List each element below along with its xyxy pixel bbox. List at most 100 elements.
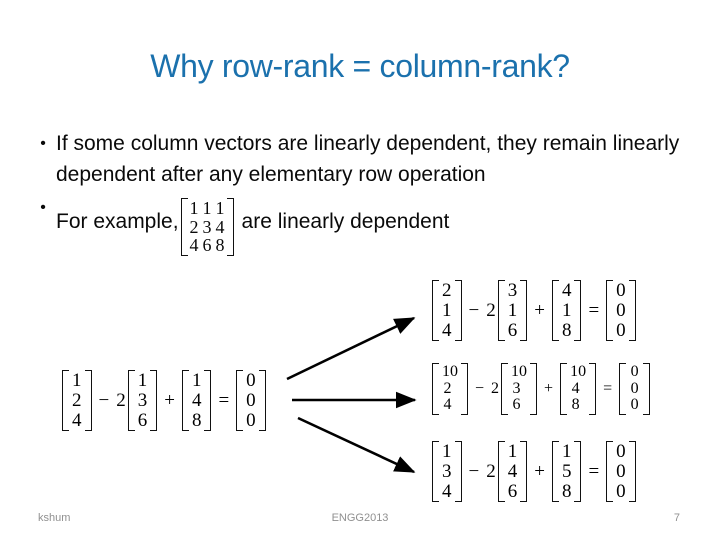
vector-cell: 2: [443, 379, 452, 397]
matrix-cell: 4: [189, 235, 199, 256]
operator-plus: +: [534, 299, 545, 321]
bullet-marker-icon: •: [40, 135, 46, 152]
bullet-item-1: • If some column vectors are linearly de…: [30, 128, 690, 190]
equation-right-top: 2 1 4 − 2 3 1 6 + 4 1 8 = 0 0 0: [432, 280, 636, 342]
vector-cell: 1: [442, 441, 452, 462]
vector-cell: 10: [442, 363, 458, 380]
footer-page-number: 7: [673, 512, 680, 524]
vector-cell: 4: [507, 460, 518, 482]
vector-cell: 5: [561, 460, 572, 482]
vector-cell: 3: [512, 379, 521, 397]
operator-plus: +: [164, 389, 175, 411]
example-matrix: 1 1 1 2 3 4 4 6 8: [180, 198, 234, 257]
vector-cell: 1: [561, 299, 572, 321]
vector-3: 1 5 8: [551, 441, 582, 503]
arrow-up-right: [286, 316, 416, 381]
matrix-cell: 1: [215, 198, 225, 218]
operator-equals: =: [588, 460, 600, 482]
bullet-item-2: • For example, 1 1 1 2 3 4 4: [30, 192, 690, 257]
vector-cell: 0: [616, 480, 626, 502]
vector-cell: 0: [616, 441, 626, 462]
bullet-list: • If some column vectors are linearly de…: [30, 128, 690, 257]
matrix-cell: 1: [189, 198, 199, 218]
bullet-text-1: If some column vectors are linearly depe…: [56, 132, 680, 186]
matrix-cell: 4: [215, 216, 225, 237]
scalar-coefficient: 2: [486, 460, 496, 482]
vector-cell: 0: [616, 460, 626, 482]
vector-cell: 1: [561, 441, 572, 462]
vector-cell: 0: [630, 396, 639, 414]
vector-cell: 3: [507, 280, 518, 301]
vector-cell: 4: [72, 409, 82, 431]
scalar-coefficient: 2: [491, 379, 500, 397]
equation-right-middle: 10 2 4 − 2 10 3 6 + 10 4 8 = 0 0 0: [432, 363, 651, 415]
vector-cell: 0: [616, 299, 626, 321]
operator-equals: =: [603, 379, 613, 397]
operator-plus: +: [534, 460, 545, 482]
vector-cell: 3: [442, 460, 452, 482]
vector-cell: 8: [561, 319, 572, 341]
vector-cell: 1: [137, 370, 148, 391]
vector-cell: 1: [72, 370, 82, 391]
operator-plus: +: [544, 379, 554, 397]
equation-left: 1 2 4 − 2 1 3 6 + 1 4 8 = 0 0 0: [62, 370, 266, 432]
vector-3: 1 4 8: [181, 370, 212, 432]
vector-cell: 0: [616, 319, 626, 341]
vector-cell: 8: [561, 480, 572, 502]
vector-cell: 0: [616, 280, 626, 301]
scalar-coefficient: 2: [486, 299, 496, 321]
vector-cell: 2: [442, 280, 452, 301]
bullet-2-text-after: are linearly dependent: [241, 209, 450, 233]
vector-1: 1 3 4: [432, 441, 462, 503]
equation-right-bottom: 1 3 4 − 2 1 4 6 + 1 5 8 = 0 0 0: [432, 441, 636, 503]
vector-cell: 8: [191, 409, 202, 431]
vector-1: 2 1 4: [432, 280, 462, 342]
matrix-cell: 1: [202, 198, 212, 218]
vector-cell: 10: [570, 363, 587, 380]
vector-result: 0 0 0: [606, 441, 636, 503]
operator-minus: −: [475, 379, 485, 397]
footer-author: kshum: [38, 512, 71, 524]
vector-result: 0 0 0: [619, 363, 651, 415]
vector-cell: 6: [512, 396, 521, 414]
operator-equals: =: [218, 389, 230, 411]
vector-cell: 8: [571, 396, 580, 414]
bullet-marker-icon: •: [40, 199, 46, 216]
vector-3: 10 4 8: [560, 363, 597, 415]
scalar-coefficient: 2: [116, 389, 126, 411]
matrix-cell: 6: [202, 235, 212, 256]
footer: kshum ENGG2013 7: [0, 512, 720, 528]
vector-cell: 4: [571, 379, 580, 397]
vector-cell: 4: [442, 319, 452, 341]
vector-cell: 1: [191, 370, 202, 391]
vector-2: 1 3 6: [127, 370, 158, 432]
page-title: Why row-rank = column-rank?: [150, 48, 570, 84]
vector-cell: 3: [137, 389, 148, 411]
vector-cell: 4: [442, 480, 452, 502]
matrix-cell: 8: [215, 235, 225, 256]
vector-cell: 0: [630, 363, 639, 380]
vector-2: 10 3 6: [501, 363, 538, 415]
footer-course: ENGG2013: [331, 512, 389, 524]
vector-cell: 0: [246, 389, 256, 411]
vector-cell: 1: [442, 299, 452, 321]
vector-1: 10 2 4: [432, 363, 468, 415]
vector-cell: 10: [511, 363, 528, 380]
vector-1: 1 2 4: [62, 370, 92, 432]
vector-cell: 0: [246, 370, 256, 391]
vector-3: 4 1 8: [551, 280, 582, 342]
vector-cell: 1: [507, 299, 518, 321]
matrix-cell: 3: [202, 216, 212, 237]
matrix-cell: 2: [189, 216, 199, 237]
vector-result: 0 0 0: [236, 370, 266, 432]
bullet-text-2: For example, 1 1 1 2 3 4 4 6: [56, 192, 690, 257]
vector-cell: 2: [72, 389, 82, 411]
operator-minus: −: [98, 389, 110, 411]
vector-cell: 0: [246, 409, 256, 431]
arrow-down-right: [297, 416, 416, 474]
vector-cell: 1: [507, 441, 518, 462]
vector-result: 0 0 0: [606, 280, 636, 342]
operator-equals: =: [588, 299, 600, 321]
vector-2: 1 4 6: [497, 441, 528, 503]
vector-cell: 4: [191, 389, 202, 411]
